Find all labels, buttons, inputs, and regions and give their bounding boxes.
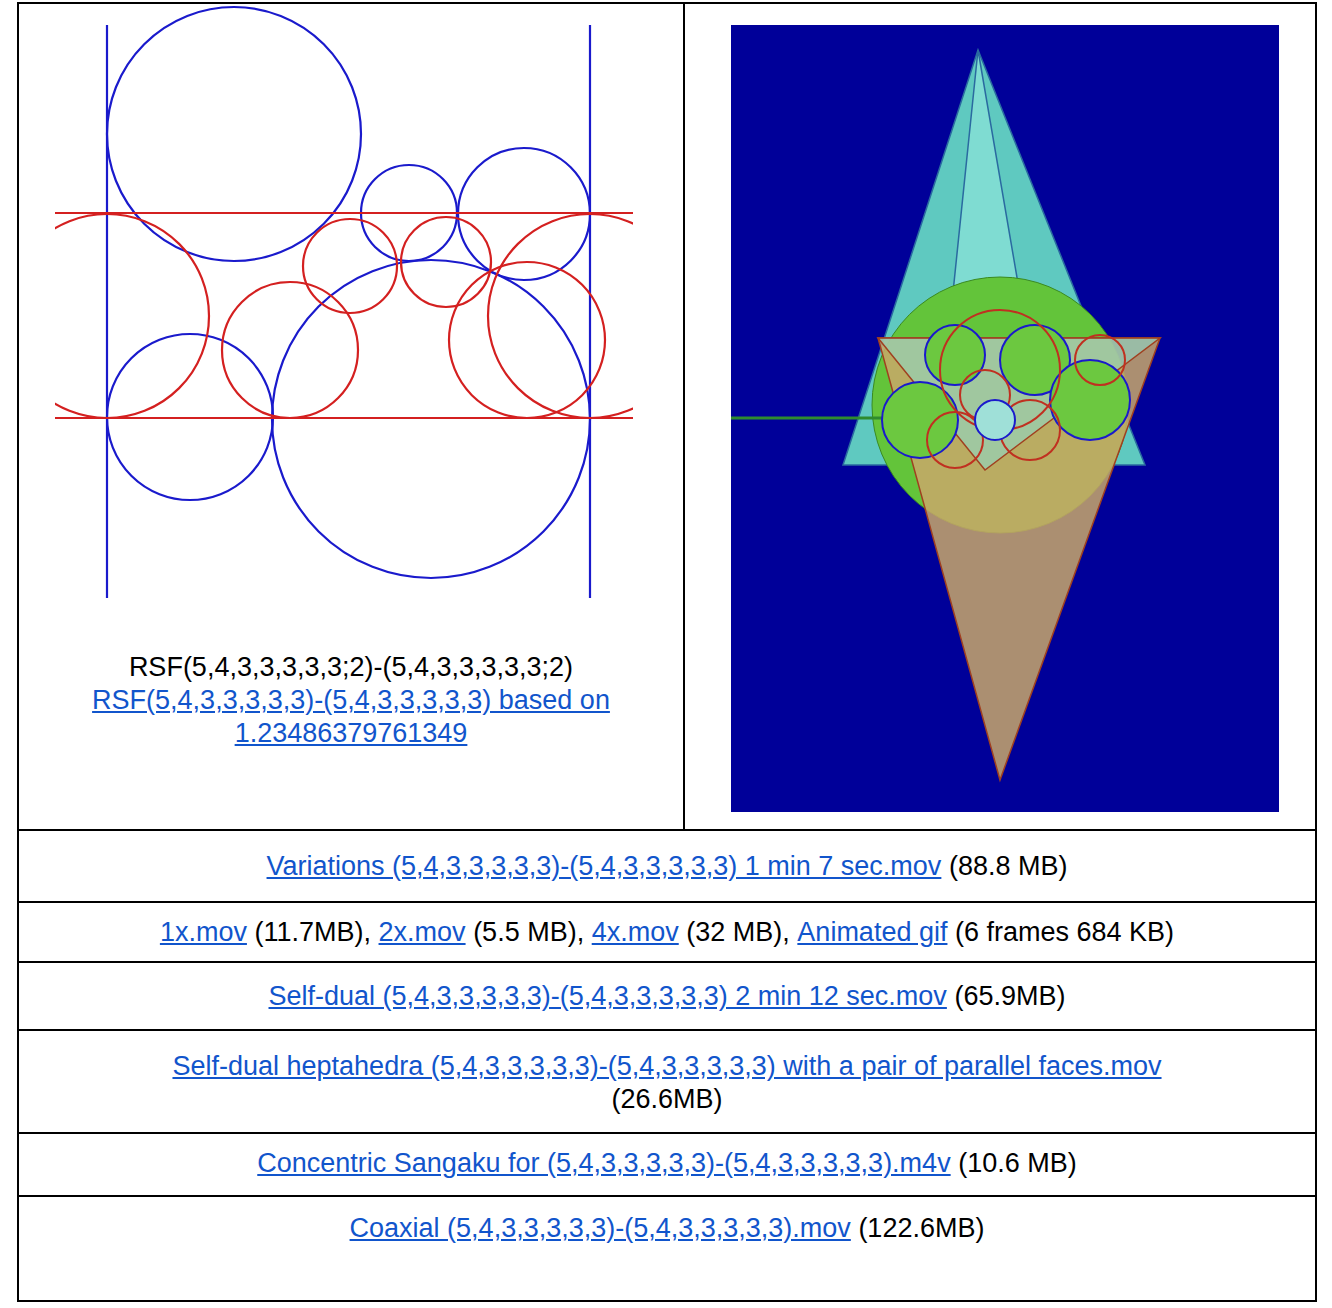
link-row-cell: Self-dual heptahedra (5,4,3,3,3,3,3)-(5,… <box>18 1030 1316 1133</box>
file-link: 1x.mov <box>160 917 247 947</box>
circle-figure <box>55 7 633 598</box>
link-row-cell: Variations (5,4,3,3,3,3,3)-(5,4,3,3,3,3,… <box>18 830 1316 902</box>
caption-text: (11.7MB), <box>254 917 371 947</box>
file-link: Self-dual (5,4,3,3,3,3,3)-(5,4,3,3,3,3,3… <box>269 981 947 1011</box>
link-row-cell: Self-dual (5,4,3,3,3,3,3)-(5,4,3,3,3,3,3… <box>18 962 1316 1030</box>
file-link: 2x.mov <box>379 917 466 947</box>
file-link: Variations (5,4,3,3,3,3,3)-(5,4,3,3,3,3,… <box>267 851 942 881</box>
table-grid <box>18 3 1316 1301</box>
file-link: Self-dual heptahedra (5,4,3,3,3,3,3)-(5,… <box>30 1050 1304 1083</box>
caption-text: (88.8 MB) <box>949 851 1068 881</box>
file-link: Animated gif <box>797 917 947 947</box>
file-link: Coaxial (5,4,3,3,3,3,3)-(5,4,3,3,3,3,3).… <box>350 1213 851 1243</box>
caption-text: (10.6 MB) <box>958 1148 1077 1178</box>
caption-text: (122.6MB) <box>858 1213 984 1243</box>
file-link: RSF(5,4,3,3,3,3,3)-(5,4,3,3,3,3,3) based… <box>31 684 671 750</box>
caption-text: (65.9MB) <box>954 981 1065 1011</box>
file-link: Concentric Sangaku for (5,4,3,3,3,3,3)-(… <box>257 1148 950 1178</box>
caption-text: (26.6MB) <box>30 1083 1304 1116</box>
link-row-cell: 1x.mov(11.7MB), 2x.mov(5.5 MB), 4x.mov(32 … <box>18 902 1316 962</box>
file-link: 4x.mov <box>592 917 679 947</box>
figure-caption-cell: RSF(5,4,3,3,3,3,3;2)-(5,4,3,3,3,3,3;2)RS… <box>18 3 684 830</box>
caption-text: (6 frames 684 KB) <box>955 917 1174 947</box>
polyhedron-render <box>731 25 1279 812</box>
link-row-cell: Concentric Sangaku for (5,4,3,3,3,3,3)-(… <box>18 1133 1316 1196</box>
caption-text: (32 MB), <box>686 917 790 947</box>
link-row-cell: Coaxial (5,4,3,3,3,3,3)-(5,4,3,3,3,3,3).… <box>18 1196 1316 1301</box>
caption-text: RSF(5,4,3,3,3,3,3;2)-(5,4,3,3,3,3,3;2) <box>30 651 672 684</box>
caption-text: (5.5 MB), <box>473 917 584 947</box>
